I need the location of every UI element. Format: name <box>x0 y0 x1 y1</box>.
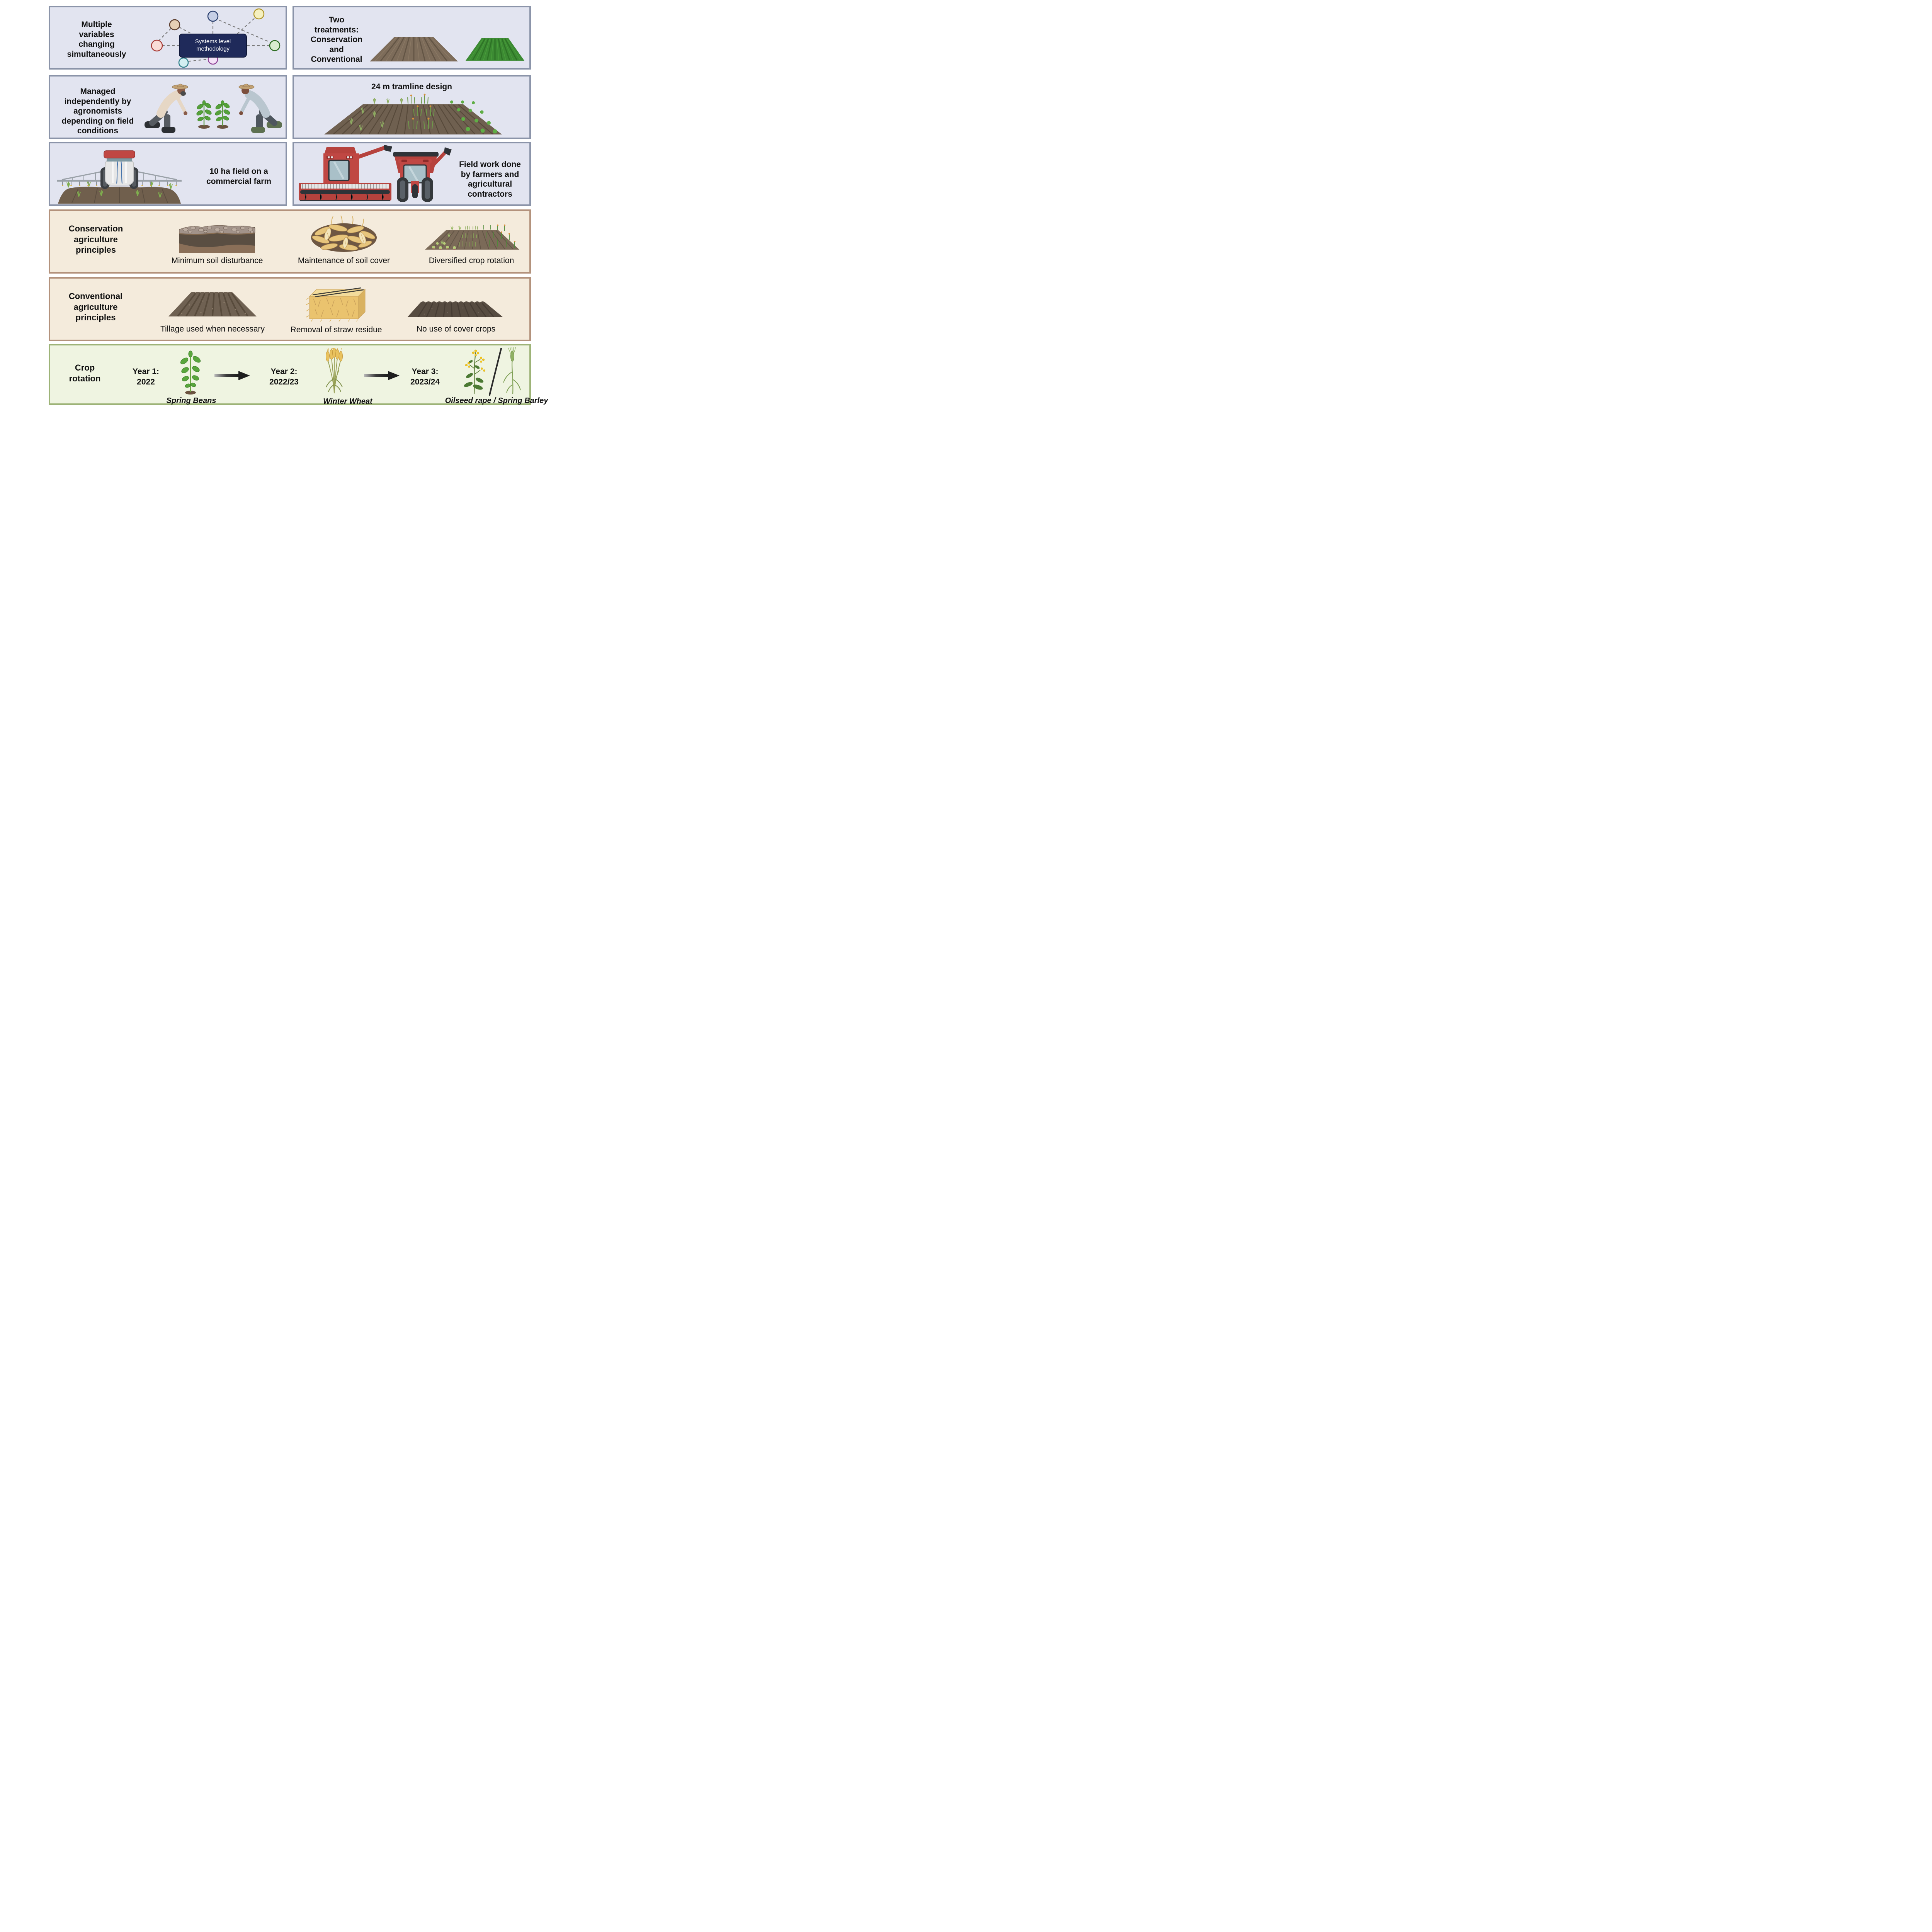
panel-agronomists-label: Managed independently by agronomists dep… <box>61 87 134 136</box>
conservation-item-label: Maintenance of soil cover <box>298 256 390 265</box>
rotation-year-1: Year 1: 2022 <box>124 366 168 388</box>
conservation-title: Conservation agriculture principles <box>68 224 123 255</box>
rotation-year-2: Year 2: 2022/23 <box>259 366 309 388</box>
conventional-item-label: No use of cover crops <box>416 325 496 333</box>
field-work-label: Field work done by farmers and agricultu… <box>459 160 521 199</box>
year-label: Year 2: <box>270 367 298 376</box>
panel-treatments-label: Two treatments: Conservation and Convent… <box>310 15 363 64</box>
conventional-title: Conventional agriculture principles <box>68 291 123 322</box>
farmers-planting-icon <box>145 83 282 133</box>
straw-bale-icon <box>306 287 366 321</box>
diversified-field-icon <box>425 224 519 250</box>
panel-field-work: Field work done by farmers and agricultu… <box>293 142 531 206</box>
panel-systems-label: Multiple variables changing simultaneous… <box>67 20 126 59</box>
brown-field-icon <box>370 37 458 61</box>
panel-conventional-principles: Conventional agriculture principles Till… <box>49 277 531 341</box>
panel-two-treatments: Two treatments: Conservation and Convent… <box>293 6 531 70</box>
year-label: Year 3: <box>412 367 439 376</box>
slash-divider <box>489 348 502 396</box>
year-season: 2022 <box>137 378 155 387</box>
combine-and-tractor-icon <box>299 145 452 202</box>
conventional-item-label: Tillage used when necessary <box>160 325 265 333</box>
tramline-title: 24 m tramline design <box>371 82 452 91</box>
panel-conservation-principles: Conservation agriculture principles Mini… <box>49 209 531 274</box>
year-season: 2023/24 <box>410 378 440 387</box>
systems-box-label: Systems level methodology <box>195 38 231 52</box>
rotation-year-3: Year 3: 2023/24 <box>400 366 450 388</box>
crop-rotation-title: Crop rotation <box>69 363 101 383</box>
systems-level-box: Systems level methodology <box>179 34 247 58</box>
farmer-1 <box>145 83 188 133</box>
bare-soil-icon <box>407 301 503 317</box>
winter-wheat-plant-icon <box>326 348 343 394</box>
panel-tramline-design: 24 m tramline design <box>293 75 531 139</box>
year-season: 2022/23 <box>269 378 299 387</box>
panel-agronomists: Managed independently by agronomists dep… <box>49 75 287 139</box>
arrow-icon <box>214 371 250 380</box>
network-diagram-icon <box>151 8 281 68</box>
straw-cover-icon <box>311 216 377 252</box>
crop-name: Winter Wheat <box>323 397 372 406</box>
tilled-field-icon <box>168 292 257 317</box>
oilseed-rape-and-barley-icon <box>464 347 521 396</box>
crop-sprayer-icon <box>57 150 182 204</box>
panel-crop-rotation: Crop rotation Year 1: 2022 Spring Beans <box>49 344 548 406</box>
year-label: Year 1: <box>133 367 159 376</box>
spring-beans-plant-icon <box>180 350 201 395</box>
conventional-item-label: Removal of straw residue <box>290 325 382 334</box>
crop-name: Spring Beans <box>166 396 216 405</box>
tramline-field-icon <box>324 94 502 134</box>
conservation-item-label: Diversified crop rotation <box>429 256 514 265</box>
conservation-item-label: Minimum soil disturbance <box>171 256 263 265</box>
commercial-farm-label: 10 ha field on a commercial farm <box>206 167 272 186</box>
arrow-icon <box>364 371 400 380</box>
crop-name: Oilseed rape / Spring Barley <box>445 396 548 405</box>
green-field-icon <box>466 38 524 61</box>
panel-systems-methodology: Multiple variables changing simultaneous… <box>49 6 287 70</box>
panel-commercial-farm: 10 ha field on a commercial farm <box>49 142 287 206</box>
soil-profile-icon <box>179 225 255 253</box>
figure-canvas: Multiple variables changing simultaneous… <box>0 0 580 406</box>
farmer-2 <box>238 83 282 133</box>
